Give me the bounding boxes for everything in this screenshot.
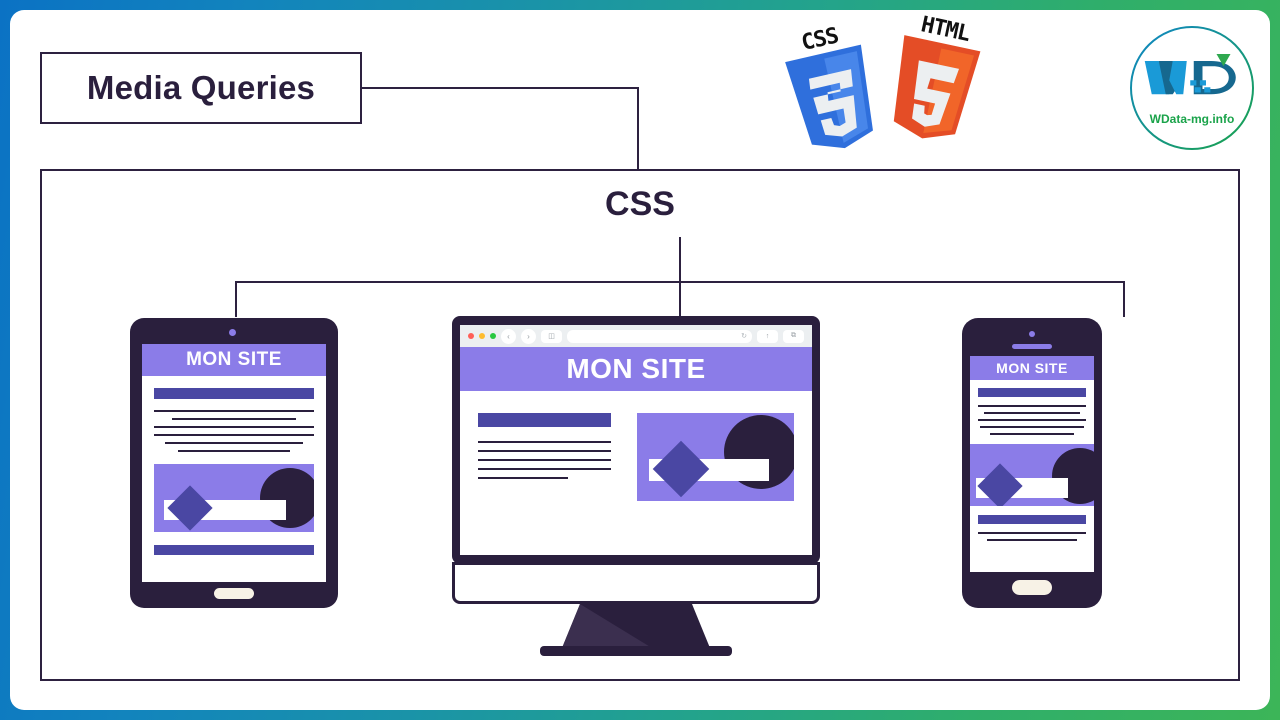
diamond-shape: [167, 485, 213, 531]
tablet-text-line: [154, 434, 314, 436]
phone-text-line: [978, 419, 1086, 421]
tablet-device: MON SITE: [130, 318, 338, 608]
close-traffic-light-icon[interactable]: [468, 333, 474, 339]
phone-screen: MON SITE: [970, 356, 1094, 572]
css-label: CSS: [605, 185, 675, 223]
phone-text-line: [989, 433, 1075, 435]
tech-badges: CSS HTML: [775, 12, 1005, 149]
phone-image-block: [970, 444, 1094, 506]
tablet-text-line: [178, 450, 290, 452]
tablet-home-button[interactable]: [214, 588, 254, 599]
phone-heading-bar: [978, 388, 1086, 397]
desktop-text-line: [478, 450, 611, 452]
maximize-traffic-light-icon[interactable]: [490, 333, 496, 339]
tablet-image-block: [154, 464, 314, 532]
media-queries-box: Media Queries: [40, 52, 362, 124]
share-icon[interactable]: ↑: [757, 329, 778, 343]
desktop-text-line: [478, 459, 611, 461]
monitor-stand: [540, 604, 732, 656]
logo-mark-wd-icon: [1144, 54, 1236, 95]
desktop-image-block: [637, 413, 794, 501]
monitor-chin: [452, 562, 820, 604]
connector-drop-tablet: [235, 281, 237, 317]
minimize-traffic-light-icon[interactable]: [479, 333, 485, 339]
desktop-text-line: [478, 441, 611, 443]
diamond-shape: [977, 463, 1023, 506]
phone-lower-text-line: [978, 532, 1086, 534]
browser-window: ‹ › ◫ ↻ ↑ ⧉ MON SITE: [460, 325, 812, 555]
tablet-text-line: [165, 442, 303, 444]
logo-text: WData-mg.info: [1149, 112, 1235, 126]
tablet-text-line: [171, 418, 297, 420]
wdata-logo: WData-mg.info: [1128, 24, 1256, 152]
forward-arrow-icon[interactable]: ›: [521, 328, 536, 344]
connector-css-stem: [679, 237, 681, 283]
address-bar[interactable]: ↻: [567, 329, 752, 343]
sidebar-icon[interactable]: ◫: [541, 329, 562, 343]
phone-camera-icon: [1029, 331, 1035, 337]
tablet-text-line: [154, 426, 314, 428]
phone-speaker-icon: [1012, 344, 1052, 349]
desktop-text-line: [478, 477, 569, 479]
tablet-footer-bar: [154, 545, 314, 555]
phone-site-title: MON SITE: [970, 356, 1094, 380]
css3-badge: CSS: [771, 19, 892, 158]
desktop-site-title: MON SITE: [460, 347, 812, 391]
tablet-screen: MON SITE: [142, 344, 326, 582]
html5-badge: HTML: [876, 9, 995, 146]
desktop-heading-bar: [478, 413, 611, 427]
media-queries-label: Media Queries: [86, 69, 316, 106]
desktop-text-line: [478, 468, 611, 470]
diamond-shape: [652, 440, 710, 498]
connector-media-queries-vertical: [637, 87, 639, 171]
browser-chrome: ‹ › ◫ ↻ ↑ ⧉: [460, 325, 812, 347]
phone-device: MON SITE: [962, 318, 1102, 608]
tablet-heading-bar: [154, 388, 314, 399]
connector-drop-desktop: [679, 281, 681, 317]
phone-text-line: [984, 412, 1080, 414]
phone-text-line: [980, 426, 1084, 428]
connector-drop-phone: [1123, 281, 1125, 317]
tablet-camera-icon: [229, 329, 236, 336]
desktop-device: ‹ › ◫ ↻ ↑ ⧉ MON SITE: [452, 316, 824, 656]
reload-icon[interactable]: ↻: [741, 333, 747, 340]
tabs-icon[interactable]: ⧉: [783, 329, 804, 343]
phone-home-button[interactable]: [1012, 580, 1052, 595]
tablet-site-title: MON SITE: [142, 344, 326, 376]
monitor-body: ‹ › ◫ ↻ ↑ ⧉ MON SITE: [452, 316, 820, 564]
phone-text-line: [978, 405, 1086, 407]
phone-lower-text-line: [986, 539, 1078, 541]
back-arrow-icon[interactable]: ‹: [501, 328, 516, 344]
connector-media-queries-horizontal: [362, 87, 639, 89]
tablet-text-line: [154, 410, 314, 412]
phone-lower-heading-bar: [978, 515, 1086, 524]
